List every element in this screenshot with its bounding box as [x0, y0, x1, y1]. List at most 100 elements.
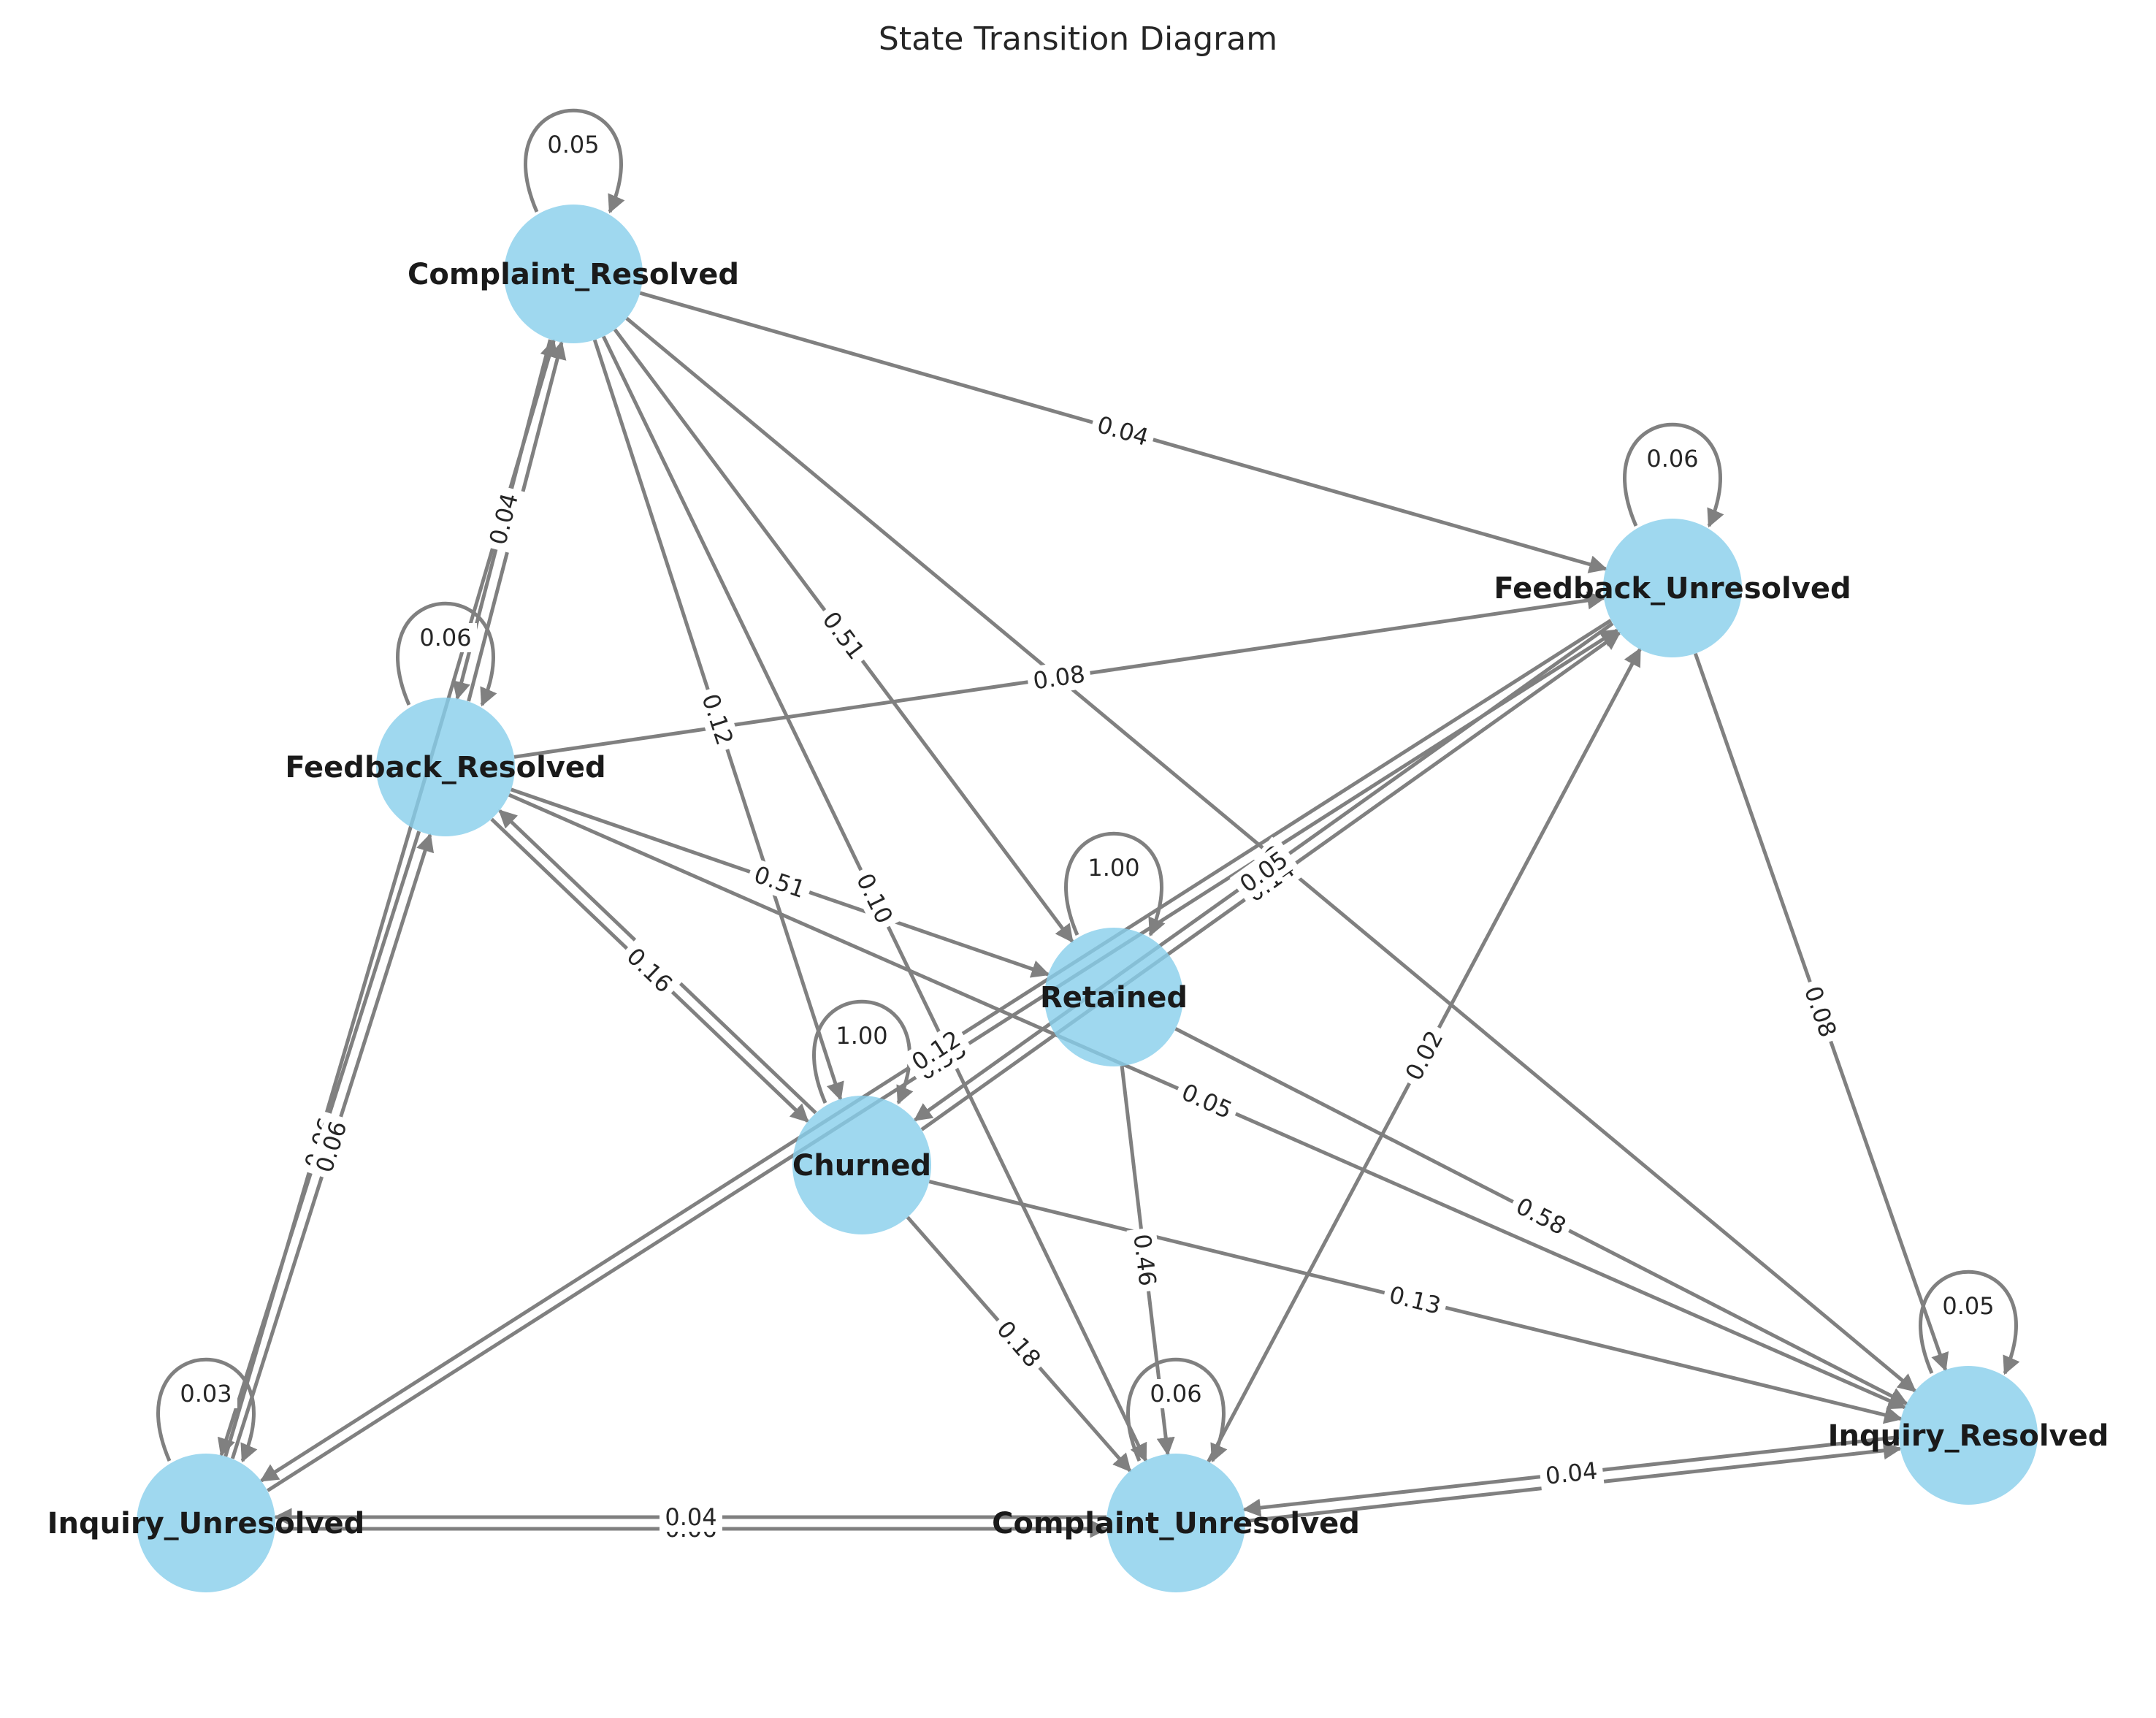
edge-label-background — [1937, 1291, 2000, 1321]
node-label: Complaint_Unresolved — [992, 1507, 1360, 1541]
edge-label-background — [1506, 1188, 1576, 1244]
node-label: Inquiry_Unresolved — [47, 1507, 365, 1541]
edge-label-background — [481, 484, 526, 554]
edge-label-background — [745, 858, 814, 906]
node-label: Feedback_Resolved — [285, 751, 605, 784]
edge-label-background — [847, 863, 902, 934]
node-circle — [137, 1454, 275, 1592]
node-complaint-resolved: Complaint_Resolved — [408, 205, 739, 343]
edge-label-background — [616, 938, 683, 1003]
node-retained: Retained — [1040, 928, 1188, 1066]
self-loop-inquiry-resolved — [1919, 1270, 2020, 1375]
edge-feedback-resolved-to-feedback-unresolved-label: 0.08 — [1025, 658, 1093, 697]
edge-inquiry-resolved-to-complaint-unresolved-label: 0.04 — [1538, 1455, 1605, 1492]
edge-feedback-unresolved-to-inquiry-resolved-label: 0.08 — [1796, 977, 1845, 1047]
edge-label-text: 1.00 — [836, 1022, 887, 1050]
edge-label-background — [1126, 1226, 1163, 1294]
edge-label-background — [660, 1503, 722, 1532]
edge-retained-to-complaint-unresolved-label: 0.46 — [1126, 1226, 1163, 1294]
edge-label-background — [1538, 1455, 1605, 1492]
edge-label-background — [1641, 444, 1704, 473]
node-complaint-unresolved: Complaint_Unresolved — [992, 1454, 1360, 1592]
edge-label-text: 0.03 — [180, 1380, 232, 1408]
nodes-layer: Complaint_ResolvedFeedback_UnresolvedFee… — [47, 205, 2109, 1592]
edge-label-text: 0.05 — [547, 131, 599, 159]
edge-complaint-unresolved-to-feedback-unresolved-label: 0.02 — [1396, 1020, 1452, 1091]
edge-label-background — [830, 1021, 893, 1050]
self-loop-complaint-unresolved-label: 0.06 — [1144, 1379, 1207, 1408]
edge-complaint-resolved-to-churned-label: 0.12 — [694, 684, 741, 755]
edge-label-background — [1229, 841, 1298, 902]
edge-label-text: 0.05 — [1942, 1292, 1994, 1320]
self-loop-feedback-unresolved — [1623, 422, 1724, 528]
node-label: Complaint_Resolved — [408, 258, 739, 291]
edge-feedback-resolved-to-inquiry-resolved-label: 0.05 — [1172, 1074, 1242, 1128]
self-loop-inquiry-resolved-label: 0.05 — [1937, 1291, 2000, 1321]
self-loop-inquiry-unresolved-label: 0.03 — [175, 1379, 237, 1408]
labels-layer: 0.040.040.510.120.1000.080.510.160.050.0… — [175, 130, 2000, 1543]
edge-label-background — [1144, 1379, 1207, 1408]
self-loop-complaint-resolved-label: 0.05 — [542, 130, 605, 159]
edge-churned-to-inquiry-resolved-label: 0.13 — [1380, 1278, 1450, 1322]
node-circle — [792, 1096, 931, 1234]
node-label: Retained — [1040, 981, 1188, 1015]
edge-label-background — [1796, 977, 1845, 1047]
self-loop-complaint-resolved — [524, 108, 625, 214]
node-label: Churned — [792, 1149, 931, 1183]
node-inquiry-resolved: Inquiry_Resolved — [1828, 1366, 2109, 1505]
edge-complaint-unresolved-to-inquiry-unresolved-label: 0.04 — [660, 1503, 722, 1532]
edge-label-background — [694, 684, 741, 755]
edge-label-text: 0.46 — [1128, 1232, 1161, 1287]
edge-label-text: 0.06 — [1646, 445, 1698, 473]
edge-complaint-resolved-to-feedback-unresolved-label: 0.04 — [1088, 408, 1158, 454]
self-loop-churned — [812, 999, 914, 1105]
edge-label-text: 0.10 — [851, 869, 898, 928]
edge-label-text: 0.04 — [1094, 411, 1152, 451]
edge-label-background — [414, 623, 477, 652]
self-loop-inquiry-unresolved — [156, 1357, 258, 1463]
edge-label-background — [987, 1310, 1051, 1378]
edge-feedback-resolved-to-churned-label: 0.16 — [616, 938, 683, 1003]
edge-label-text: 0.08 — [1031, 660, 1087, 695]
node-circle — [1603, 519, 1742, 657]
edge-label-text: 0.05 — [1177, 1078, 1236, 1124]
self-loop-retained — [1064, 831, 1166, 937]
edge-label-text: 1.00 — [1087, 854, 1139, 882]
edge-complaint-resolved-to-complaint-unresolved-label: 0.10 — [847, 863, 902, 934]
edge-label-background — [1380, 1278, 1450, 1322]
self-loop-feedback-resolved — [396, 601, 497, 707]
edge-label-background — [813, 601, 874, 670]
edge-label-text: 0.04 — [483, 490, 524, 548]
edge-label-background — [1396, 1020, 1452, 1091]
node-churned: Churned — [792, 1096, 931, 1234]
node-circle — [376, 698, 515, 836]
self-loop-churned-label: 1.00 — [830, 1021, 893, 1050]
edge-label-background — [1082, 853, 1145, 882]
diagram-title: State Transition Diagram — [879, 20, 1277, 58]
edge-label-background — [307, 1112, 355, 1181]
edge-complaint-resolved-to-retained-label: 0.51 — [813, 601, 874, 670]
edge-label-background — [901, 1021, 971, 1080]
node-circle — [1106, 1454, 1245, 1592]
edge-feedback-resolved-to-retained-label: 0.51 — [745, 858, 814, 906]
edge-label-background — [175, 1379, 237, 1408]
self-loop-complaint-unresolved — [1126, 1357, 1228, 1463]
node-circle — [1899, 1366, 2038, 1505]
edge-label-background — [542, 130, 605, 159]
node-label: Feedback_Unresolved — [1494, 572, 1851, 606]
edge-label-background — [1025, 658, 1093, 697]
edge-label-text: 0.04 — [665, 1503, 716, 1531]
self-loop-feedback-unresolved-label: 0.06 — [1641, 444, 1704, 473]
edge-label-text: 0.06 — [1150, 1380, 1201, 1408]
node-circle — [1044, 928, 1183, 1066]
self-loop-feedback-resolved-label: 0.06 — [414, 623, 477, 652]
self-loop-retained-label: 1.00 — [1082, 853, 1145, 882]
edge-label-text: 0.13 — [1386, 1280, 1443, 1320]
node-feedback-resolved: Feedback_Resolved — [285, 698, 606, 836]
edge-label-background — [1088, 408, 1158, 454]
node-circle — [504, 205, 643, 343]
edge-label-text: 0.04 — [1544, 1457, 1599, 1490]
node-label: Inquiry_Resolved — [1828, 1419, 2109, 1453]
edge-label-text: 0.06 — [419, 624, 471, 652]
